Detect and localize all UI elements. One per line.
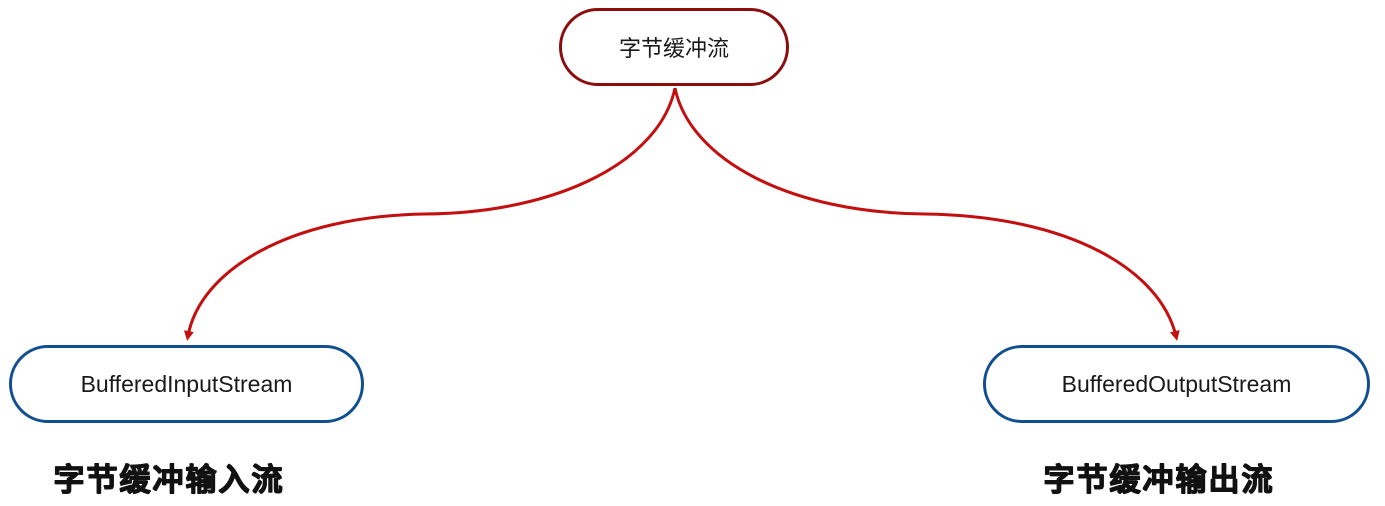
buffered-output-stream-node: BufferedOutputStream: [983, 345, 1370, 423]
output-stream-caption: 字节缓冲输出流: [1043, 462, 1274, 498]
connector-root-to-input: [183, 87, 677, 341]
input-stream-caption: 字节缓冲输入流: [53, 462, 284, 498]
root-node-label: 字节缓冲流: [618, 37, 729, 62]
buffered-input-stream-node: BufferedInputStream: [9, 345, 364, 423]
buffered-input-stream-label: BufferedInputStream: [80, 370, 293, 397]
connector-root-to-output: [673, 87, 1180, 341]
root-node: 字节缓冲流: [559, 8, 789, 86]
buffered-output-stream-label: BufferedOutputStream: [1061, 370, 1292, 397]
